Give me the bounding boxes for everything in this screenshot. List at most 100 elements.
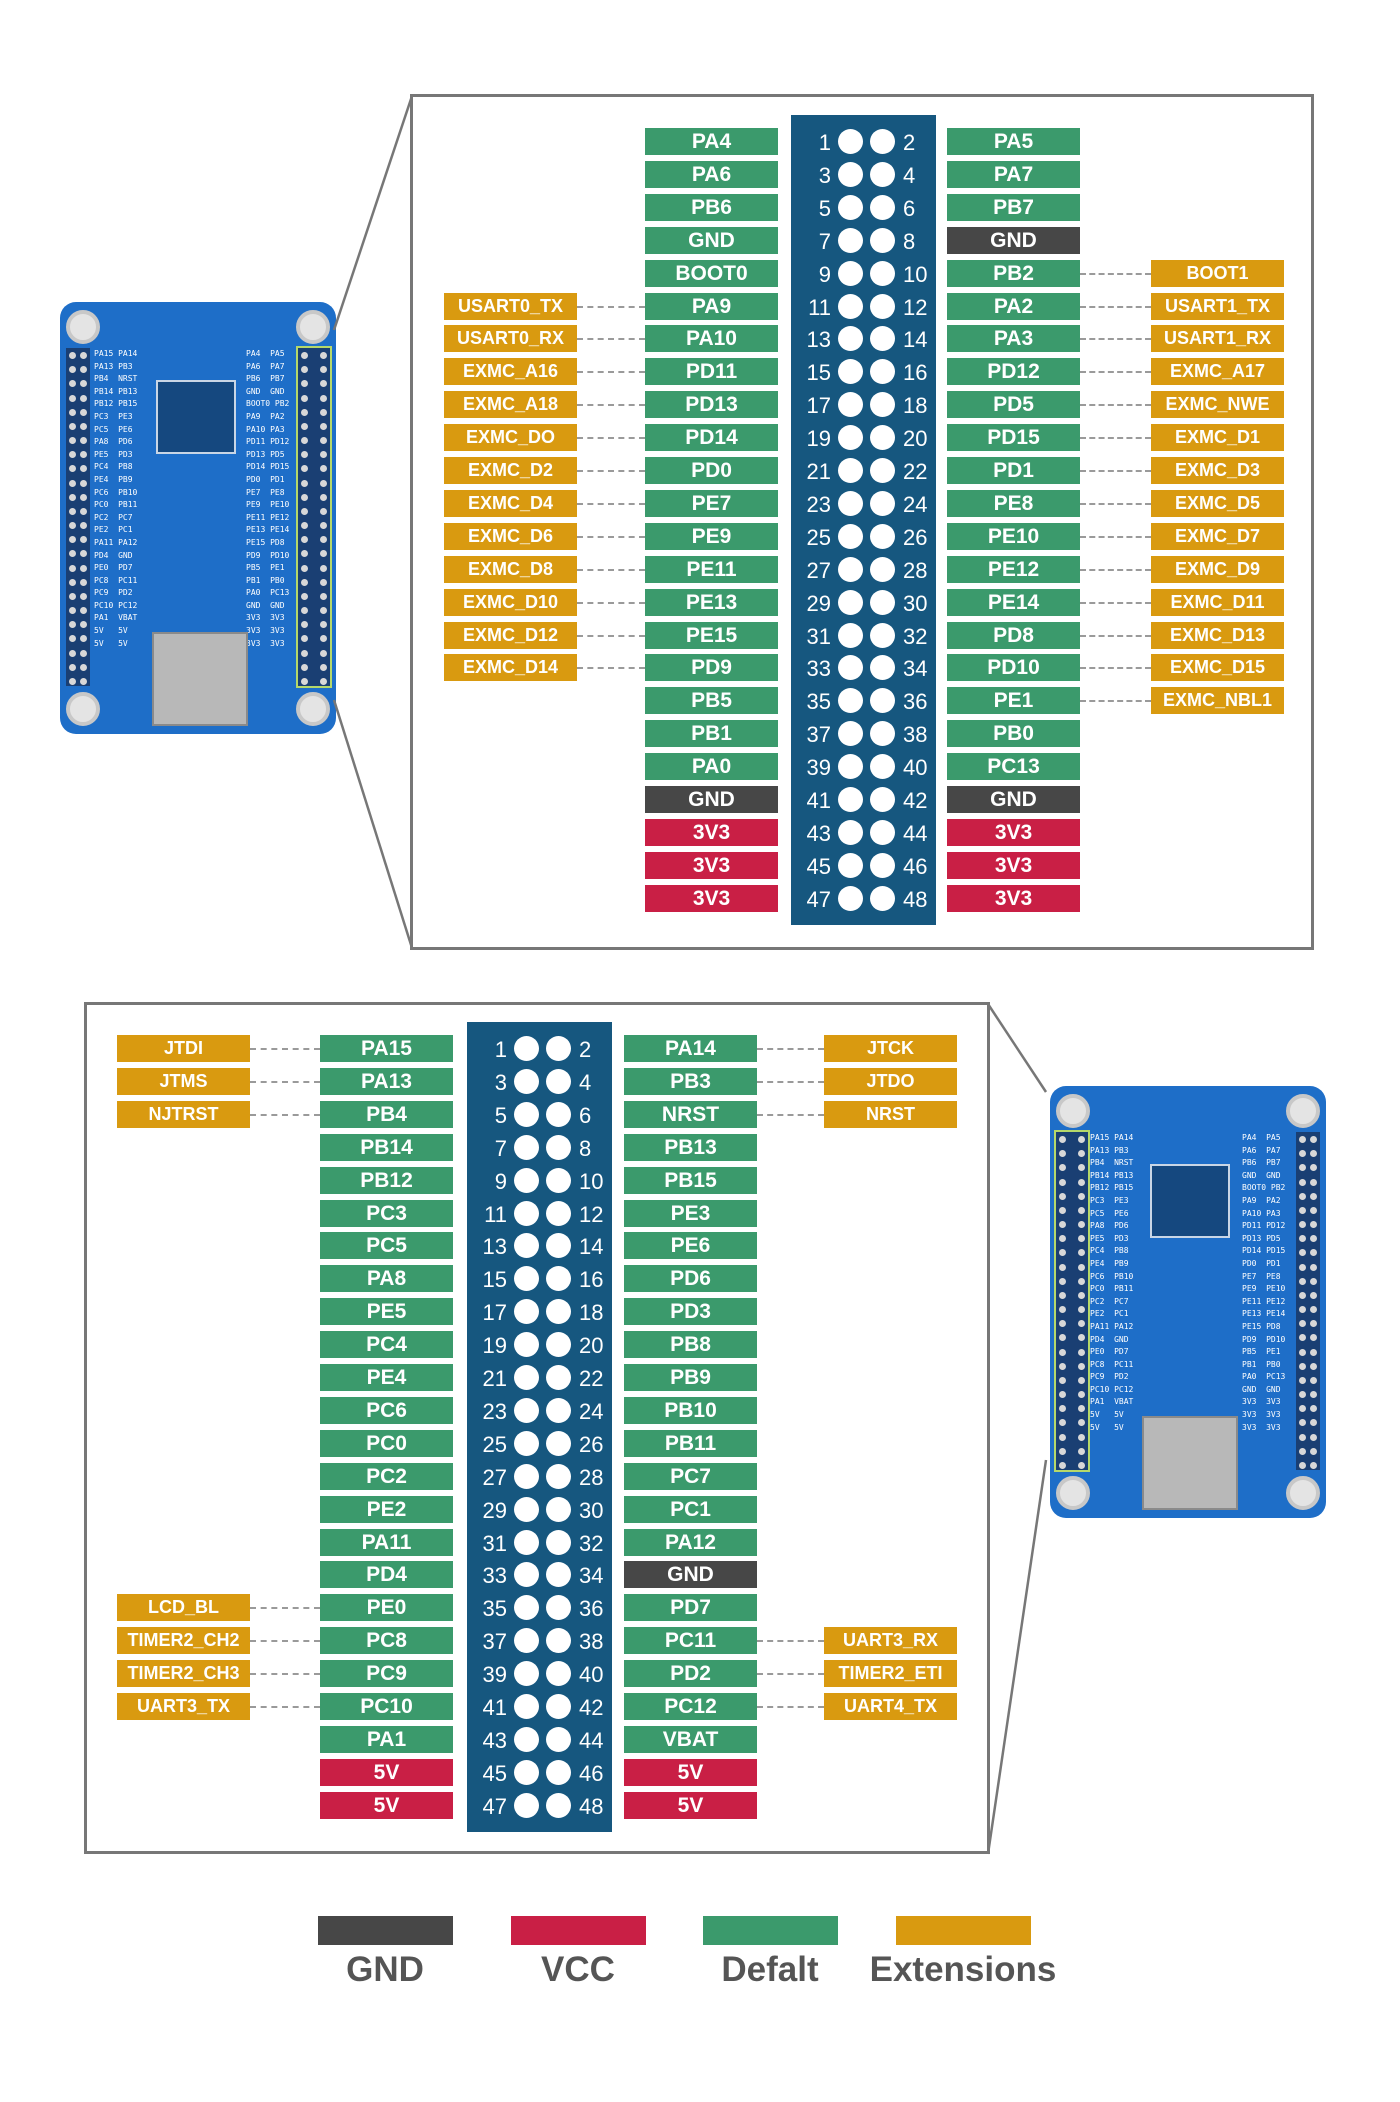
extension-label-right: EXMC_D15 bbox=[1151, 654, 1284, 682]
header-pin bbox=[301, 550, 308, 558]
header-pin bbox=[1299, 1391, 1306, 1399]
extension-label-right: EXMC_A17 bbox=[1151, 358, 1284, 386]
pin-dot bbox=[546, 1694, 571, 1719]
pin-label-right: PA14 bbox=[624, 1035, 757, 1062]
header-pin bbox=[320, 408, 327, 416]
pin-number-right: 2 bbox=[903, 130, 916, 155]
header-pin bbox=[301, 607, 308, 615]
header-pin bbox=[69, 437, 76, 445]
pin-label-right: NRST bbox=[624, 1100, 757, 1128]
connector-line bbox=[1080, 535, 1151, 538]
pin-number-left: 25 bbox=[482, 1431, 507, 1457]
pin-number-right: 6 bbox=[579, 1102, 592, 1128]
pin-number-left: 43 bbox=[806, 820, 831, 846]
sd-card-slot bbox=[152, 632, 248, 726]
header-pin bbox=[1299, 1164, 1306, 1172]
header-pin bbox=[1078, 1447, 1085, 1455]
pin-number-left: 7 bbox=[494, 1135, 507, 1161]
pin-dot bbox=[838, 490, 863, 516]
header-pin bbox=[1059, 1150, 1066, 1158]
pin-number-left: 31 bbox=[806, 623, 831, 649]
pin-dot bbox=[514, 1628, 539, 1654]
pin-dot bbox=[870, 129, 895, 154]
pin-number-left: 15 bbox=[806, 360, 831, 386]
extension-label-left: EXMC_A16 bbox=[444, 358, 577, 386]
pin-header-right bbox=[1296, 1132, 1320, 1470]
header-pin bbox=[69, 380, 76, 388]
header-pin bbox=[1299, 1462, 1306, 1469]
connector-line bbox=[1080, 305, 1151, 308]
pin-number-right: 38 bbox=[903, 722, 928, 748]
extension-label-right: EXMC_D13 bbox=[1151, 621, 1284, 649]
pin-dot bbox=[838, 129, 863, 154]
header-pin bbox=[1078, 1391, 1085, 1399]
header-pin bbox=[1299, 1447, 1306, 1455]
pin-number-right: 12 bbox=[903, 294, 928, 320]
header-pin bbox=[69, 366, 76, 374]
header-pin bbox=[1310, 1150, 1317, 1158]
legend-swatch-vcc bbox=[511, 1916, 646, 1945]
header-pin bbox=[1299, 1263, 1306, 1271]
pin-dot bbox=[514, 1529, 539, 1555]
header-pin bbox=[301, 493, 308, 501]
pin-dot bbox=[546, 1068, 571, 1094]
pin-dot bbox=[870, 688, 895, 714]
header-pin bbox=[1078, 1277, 1085, 1285]
header-pin bbox=[1078, 1249, 1085, 1257]
pin-dot bbox=[514, 1792, 539, 1818]
header-pin bbox=[320, 621, 327, 629]
header-pin bbox=[1078, 1235, 1085, 1243]
header-pin bbox=[1310, 1405, 1317, 1413]
bottom-pinout-panel bbox=[84, 1002, 990, 1854]
pin-label-left: 3V3 bbox=[645, 851, 778, 879]
pin-number-left: 5 bbox=[494, 1102, 507, 1128]
pin-dot bbox=[546, 1595, 571, 1621]
pin-label-left: PD9 bbox=[645, 654, 778, 682]
extension-label-left: EXMC_DO bbox=[444, 424, 577, 452]
header-pin bbox=[1310, 1263, 1317, 1271]
pin-number-right: 28 bbox=[903, 557, 928, 583]
pin-number-right: 26 bbox=[903, 524, 928, 550]
pin-label-left: PA9 bbox=[645, 292, 778, 320]
header-pin bbox=[1078, 1462, 1085, 1469]
extension-label-right: EXMC_D7 bbox=[1151, 522, 1284, 550]
pin-dot bbox=[546, 1529, 571, 1555]
header-pin bbox=[1310, 1391, 1317, 1399]
header-pin bbox=[1059, 1405, 1066, 1413]
pin-label-right: GND bbox=[947, 786, 1080, 813]
pin-number-right: 18 bbox=[579, 1300, 604, 1326]
header-pin bbox=[1059, 1462, 1066, 1469]
header-pin bbox=[301, 408, 308, 416]
pin-dot bbox=[870, 326, 895, 352]
header-pin bbox=[1059, 1447, 1066, 1455]
header-pin bbox=[1310, 1291, 1317, 1299]
connector-line bbox=[577, 667, 645, 670]
header-pin bbox=[1078, 1334, 1085, 1342]
pin-label-left: PA8 bbox=[320, 1265, 453, 1293]
pin-dot bbox=[514, 1233, 539, 1259]
header-pin bbox=[1299, 1249, 1306, 1257]
header-pin bbox=[69, 649, 76, 657]
pin-number-left: 37 bbox=[806, 722, 831, 748]
header-pin bbox=[1310, 1348, 1317, 1356]
legend-swatch-extension bbox=[896, 1916, 1031, 1945]
header-pin bbox=[1299, 1306, 1306, 1314]
pin-dot bbox=[546, 1365, 571, 1390]
pin-number-left: 41 bbox=[806, 788, 831, 813]
extension-label-right: EXMC_D1 bbox=[1151, 424, 1284, 452]
header-pin bbox=[80, 522, 87, 530]
pin-number-right: 28 bbox=[579, 1464, 604, 1490]
debug-connector bbox=[1150, 1164, 1230, 1238]
pin-label-right: PE3 bbox=[624, 1199, 757, 1227]
header-pin bbox=[69, 522, 76, 530]
pin-number-left: 15 bbox=[482, 1267, 507, 1293]
header-pin bbox=[80, 352, 87, 359]
header-pin bbox=[1299, 1433, 1306, 1441]
pin-number-left: 9 bbox=[494, 1168, 507, 1194]
header-pin bbox=[1299, 1334, 1306, 1342]
connector-line bbox=[250, 1607, 320, 1610]
connector-line bbox=[757, 1048, 824, 1050]
pin-label-right: PE14 bbox=[947, 588, 1080, 616]
extension-label-left: EXMC_D14 bbox=[444, 654, 577, 682]
pin-label-right: PE6 bbox=[624, 1232, 757, 1260]
